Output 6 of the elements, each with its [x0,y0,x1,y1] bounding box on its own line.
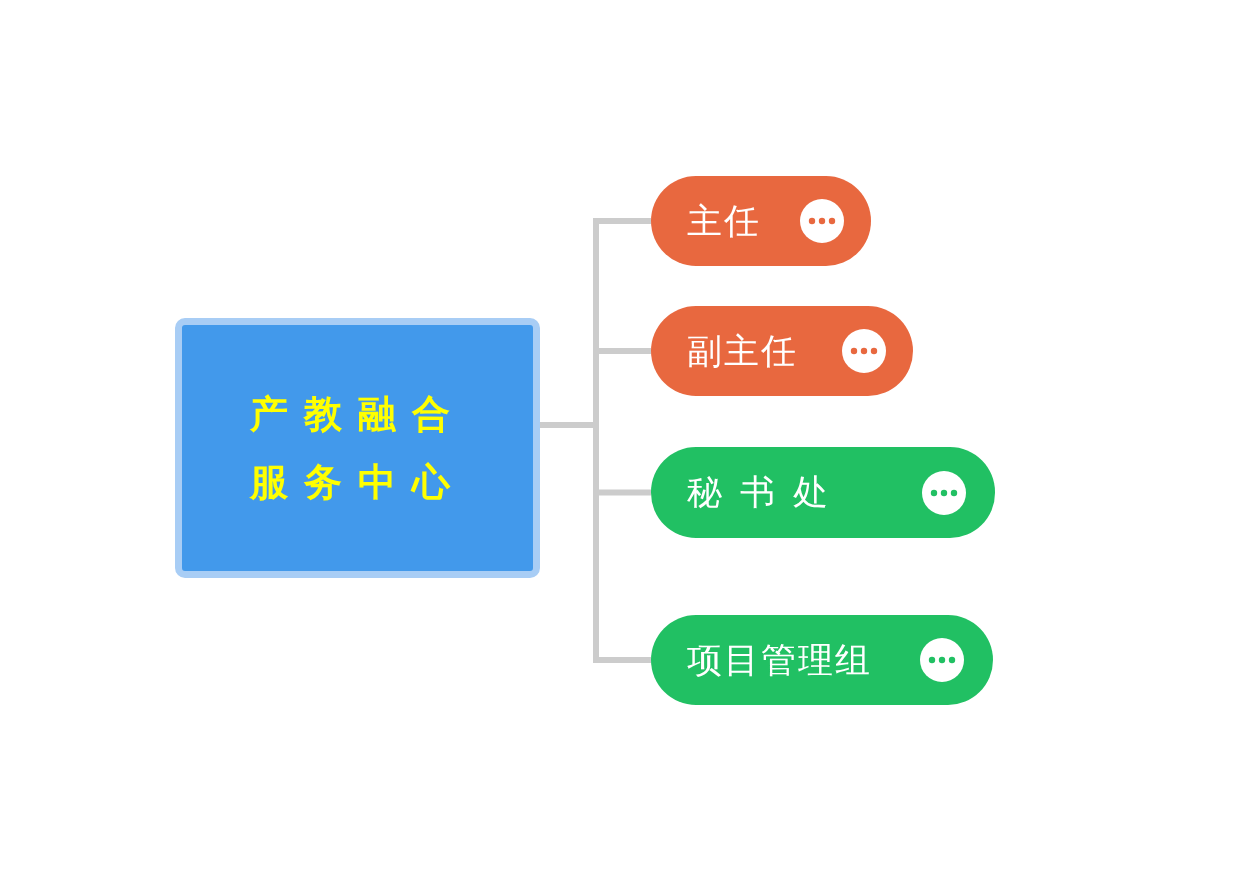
center-title: 产教融合服务中心 [248,391,467,506]
center-box [175,318,540,578]
topic-label: 主任 [687,199,761,243]
topic-label: 项目管理组 [687,638,872,682]
topic-label: 副主任 [687,329,798,373]
topic-label: 秘书处 [687,471,846,514]
